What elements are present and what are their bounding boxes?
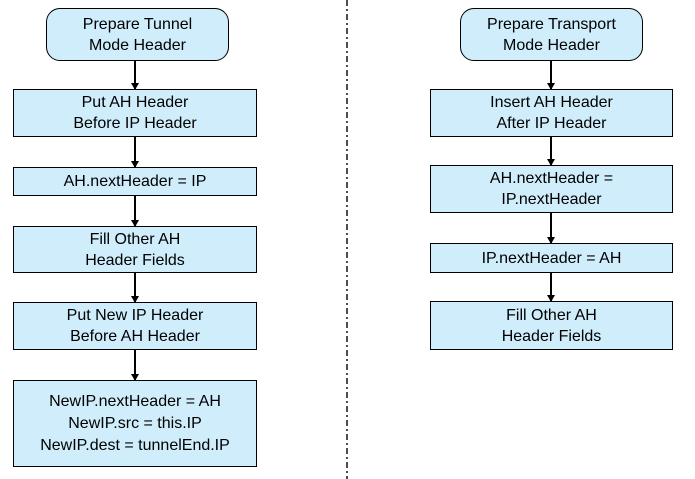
- arrow-down-icon: [550, 137, 552, 165]
- flow-node-tunnel-newip-fields: NewIP.nextHeader = AH NewIP.src = this.I…: [13, 380, 257, 467]
- node-text-line: After IP Header: [496, 115, 607, 132]
- arrow-down-icon: [134, 196, 136, 226]
- column-divider: [346, 0, 348, 479]
- node-text-line: Header Fields: [85, 251, 185, 269]
- flow-node-transport-ip-nextheader: IP.nextHeader = AH: [430, 243, 673, 273]
- arrow-down-icon: [134, 61, 136, 89]
- node-text-line: Before IP Header: [73, 115, 197, 132]
- arrow-down-icon: [550, 61, 552, 89]
- arrow-down-icon: [134, 137, 136, 167]
- node-text-line: IP.nextHeader: [501, 191, 602, 208]
- node-text-line: Prepare Tunnel: [82, 15, 193, 33]
- node-text-line: NewIP.src = this.IP: [68, 414, 202, 432]
- arrow-down-icon: [550, 213, 552, 243]
- node-text-line: Before AH Header: [70, 328, 200, 345]
- node-text-line: Prepare Transport: [487, 15, 616, 33]
- node-text-line: Put AH Header: [81, 94, 189, 111]
- node-text-line: Put New IP Header: [66, 307, 204, 324]
- node-text-line: Insert AH Header: [490, 94, 613, 111]
- flow-node-tunnel-new-ip: Put New IP Header Before AH Header: [13, 302, 257, 350]
- flow-node-transport-insert-ah: Insert AH Header After IP Header: [430, 89, 673, 137]
- flow-node-tunnel-start: Prepare Tunnel Mode Header: [46, 8, 229, 61]
- flow-node-transport-start: Prepare Transport Mode Header: [460, 8, 643, 61]
- node-text-line: Mode Header: [89, 36, 186, 54]
- node-text-line: IP.nextHeader = AH: [481, 249, 622, 267]
- arrow-down-icon: [134, 273, 136, 302]
- node-text-line: Mode Header: [503, 36, 600, 54]
- arrow-down-icon: [550, 273, 552, 301]
- node-text-line: NewIP.dest = tunnelEnd.IP: [40, 436, 230, 454]
- node-text-line: NewIP.nextHeader = AH: [49, 392, 221, 410]
- flow-node-transport-fill-fields: Fill Other AH Header Fields: [430, 301, 673, 350]
- arrow-down-icon: [134, 350, 136, 380]
- node-text-line: Header Fields: [501, 327, 602, 345]
- node-text-line: AH.nextHeader = IP: [63, 173, 207, 190]
- flow-node-transport-ah-nextheader: AH.nextHeader = IP.nextHeader: [430, 165, 673, 213]
- flow-node-tunnel-nextheader: AH.nextHeader = IP: [13, 167, 257, 196]
- flow-node-tunnel-put-ah: Put AH Header Before IP Header: [13, 89, 257, 137]
- node-text-line: Fill Other AH: [89, 230, 181, 248]
- node-text-line: Fill Other AH: [506, 306, 597, 324]
- flow-node-tunnel-fill-fields: Fill Other AH Header Fields: [13, 226, 257, 273]
- node-text-line: AH.nextHeader =: [489, 170, 614, 187]
